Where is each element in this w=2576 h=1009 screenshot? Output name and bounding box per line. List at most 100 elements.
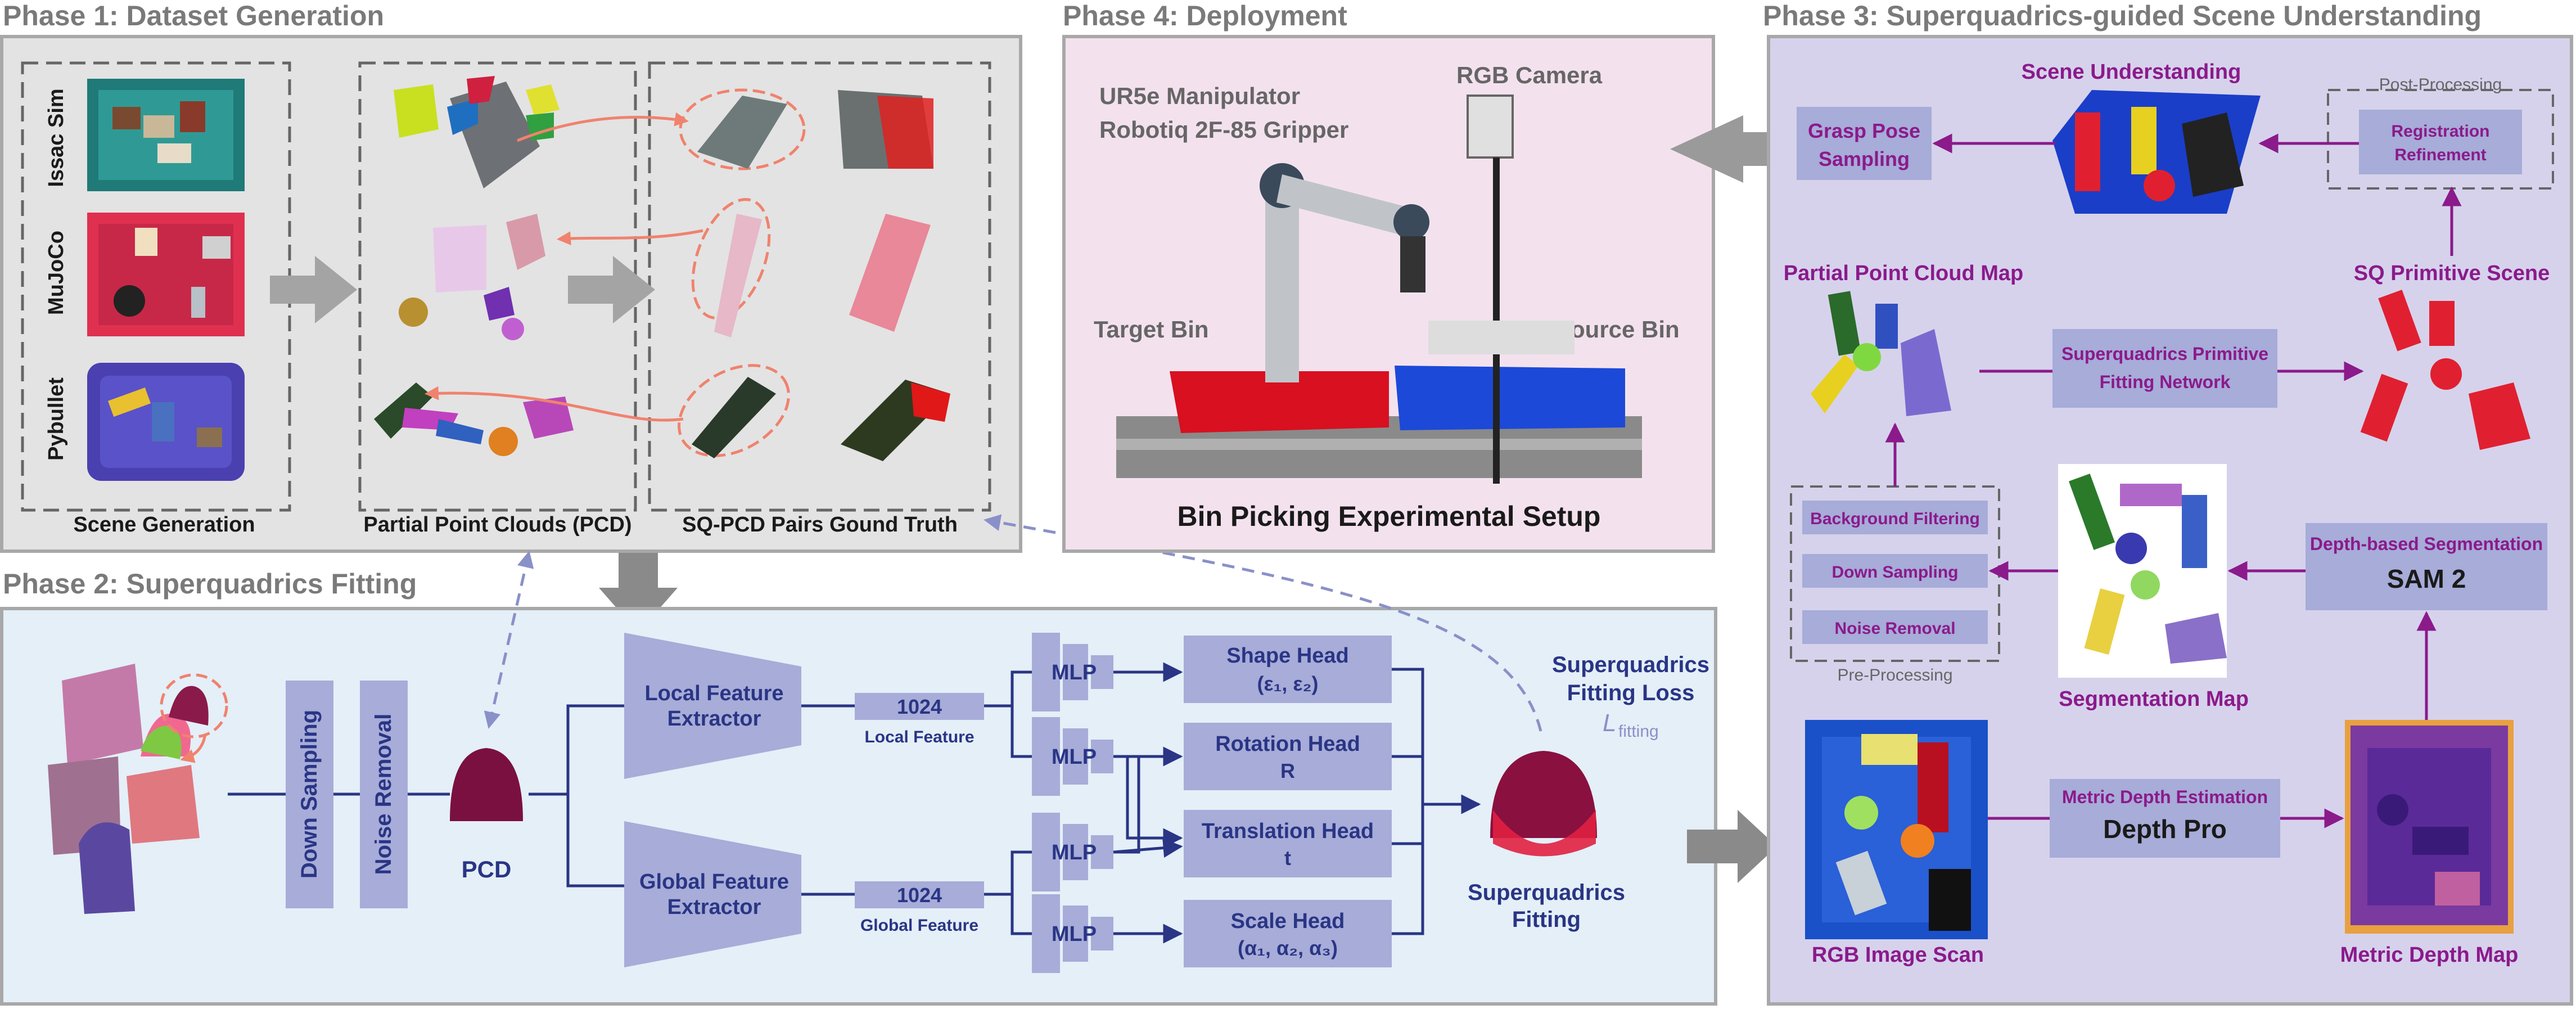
loss-subscript: fitting — [1618, 722, 1659, 741]
isaac-sim-scene-image — [87, 79, 245, 191]
manipulator-label-2: Robotiq 2F-85 Gripper — [1099, 116, 1348, 143]
phase2-background — [0, 607, 1717, 1006]
pcd-to-gt-arrow — [568, 256, 655, 323]
grasp-pose-label-1: Grasp Pose — [1808, 119, 1920, 142]
sq-network-label-1: Superquadrics Primitive — [2061, 344, 2268, 364]
segmentation-map-label: Segmentation Map — [2059, 687, 2249, 711]
row-label-pybullet: Pybullet — [44, 377, 68, 461]
metric-est-label: Metric Depth Estimation — [2062, 787, 2268, 807]
local-feature-label: Local Feature — [864, 728, 974, 746]
global-feature-extractor — [624, 821, 801, 967]
translation-head-param: t — [1284, 846, 1291, 870]
metric-depth-map-image — [2345, 720, 2514, 934]
phase1-title: Phase 1: Dataset Generation — [3, 0, 384, 31]
mlp-1: MLP — [1032, 633, 1113, 711]
sq-fitting-label-2: Fitting — [1512, 907, 1581, 932]
local-extractor-label-1: Local Feature — [644, 682, 783, 705]
pcd-to-global-line — [566, 794, 624, 888]
depth-seg-label: Depth-based Segmentation — [2310, 534, 2543, 554]
sq-fitting-output-image — [1490, 751, 1597, 857]
target-bin-label: Target Bin — [1094, 316, 1209, 343]
grasp-pose-label-2: Sampling — [1819, 147, 1910, 170]
translation-head — [1184, 810, 1392, 877]
col-label-gt-pairs: SQ-PCD Pairs Gound Truth — [682, 513, 958, 537]
post-processing-label: Post-Processing — [2379, 75, 2502, 94]
pre-noise-removal-box — [1802, 610, 1988, 644]
local-extractor-label-2: Extractor — [667, 707, 761, 731]
sam2-label: SAM 2 — [2387, 564, 2466, 593]
global-feature-label: Global Feature — [860, 916, 978, 935]
shape-head — [1184, 636, 1392, 703]
manipulator-label-1: UR5e Manipulator — [1099, 83, 1300, 109]
post-processing-box — [2327, 89, 2554, 190]
phase3-panel: Phase 3: Superquadrics-guided Scene Unde… — [1763, 0, 2573, 1006]
rotation-head-param: R — [1280, 759, 1295, 782]
pcd-label: PCD — [462, 856, 512, 882]
pre-processing-label: Pre-Processing — [1837, 666, 1952, 684]
phase2-panel: Phase 2: Superquadrics Fitting Down Samp… — [0, 568, 1717, 1006]
shape-head-label: Shape Head — [1226, 644, 1349, 668]
depth-pro-label: Depth Pro — [2103, 814, 2227, 844]
sq-scene-label: SQ Primitive Scene — [2354, 262, 2550, 285]
mlp-4-label: MLP — [1052, 922, 1097, 946]
sq-primitive-scene-image — [2360, 290, 2530, 450]
row-label-isaac: Issac Sim — [44, 88, 68, 187]
scene-understanding-label: Scene Understanding — [2022, 60, 2241, 84]
sam2-box — [2306, 523, 2547, 610]
down-sampling-label: Down Sampling — [297, 710, 322, 879]
association-arrow-3 — [425, 386, 684, 422]
pybullet-scene-image — [87, 363, 245, 481]
scale-head-label: Scale Head — [1231, 909, 1345, 933]
phase3-title: Phase 3: Superquadrics-guided Scene Unde… — [1763, 0, 2482, 31]
scale-head-params: (α₁, α₂, α₃) — [1238, 936, 1338, 960]
rgb-image-scan — [1805, 720, 1988, 939]
sq-network-box — [2052, 329, 2277, 408]
phase3-to-phase4-arrow — [1670, 115, 1791, 183]
source-bin-label: Source Bin — [1555, 316, 1680, 343]
loss-label-1: Superquadrics — [1552, 652, 1709, 677]
loss-symbol: L — [1603, 709, 1616, 737]
input-point-cloud-image — [48, 664, 228, 914]
background-filtering-box — [1802, 501, 1988, 534]
scene-understanding-image — [2052, 90, 2261, 214]
pcd-image — [450, 748, 523, 821]
mlp-3: MLP — [1032, 813, 1113, 891]
global-dim-label: 1024 — [897, 884, 942, 907]
pre-noise-removal-label: Noise Removal — [1834, 619, 1955, 638]
pre-down-sampling-label: Down Sampling — [1832, 563, 1959, 582]
phase4-panel: Phase 4: Deployment UR5e Manipulator Rob… — [1062, 0, 1715, 553]
scale-head — [1184, 900, 1392, 967]
local-dim-label: 1024 — [897, 695, 942, 718]
phase1-panel: Phase 1: Dataset Generation Issac Sim Mu… — [0, 0, 1022, 553]
partial-map-image — [1811, 291, 1951, 416]
camera-label: RGB Camera — [1456, 62, 1603, 88]
local-feature-vector — [855, 693, 984, 720]
mlp-2-label: MLP — [1052, 745, 1097, 769]
phase2-to-phase3-arrow — [1687, 810, 1777, 883]
background-filtering-label: Background Filtering — [1810, 510, 1980, 528]
global-extractor-label-1: Global Feature — [639, 870, 789, 894]
local-feature-extractor — [624, 633, 801, 779]
rgb-scan-label: RGB Image Scan — [1812, 943, 1984, 967]
registration-label-2: Refinement — [2394, 146, 2486, 164]
pcd-to-local-line — [529, 704, 624, 796]
noise-removal-box — [360, 681, 408, 908]
phase4-title: Phase 4: Deployment — [1063, 0, 1347, 31]
loss-label-2: Fitting Loss — [1567, 681, 1695, 705]
robot-setup-photo — [1116, 94, 1642, 484]
phase2-title: Phase 2: Superquadrics Fitting — [3, 568, 417, 600]
mlp-3-label: MLP — [1052, 841, 1097, 864]
scene-generation-box — [21, 61, 291, 512]
global-feature-vector — [855, 881, 984, 908]
mlp-2: MLP — [1032, 717, 1113, 796]
association-arrow-1 — [517, 112, 689, 142]
global-extractor-label-2: Extractor — [667, 895, 761, 919]
col-label-scene-generation: Scene Generation — [73, 513, 255, 537]
sq-pcd-pairs-image — [678, 88, 950, 461]
col-label-pcd: Partial Point Clouds (PCD) — [363, 513, 631, 537]
grasp-pose-box — [1797, 107, 1932, 180]
association-arrow-2 — [557, 229, 703, 246]
translation-head-label: Translation Head — [1202, 819, 1374, 843]
mujoco-scene-image — [87, 213, 245, 336]
row-label-mujoco: MuJoCo — [44, 231, 68, 315]
